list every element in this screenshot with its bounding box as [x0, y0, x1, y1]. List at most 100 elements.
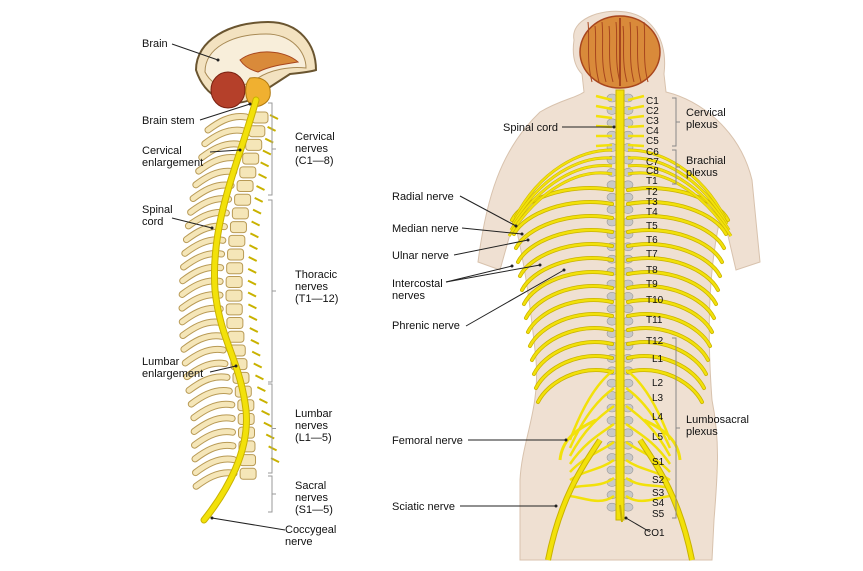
segment-label: L4	[652, 412, 664, 423]
spinal-nerve-root	[265, 433, 275, 440]
intercostal-nerve-left-fill	[534, 354, 614, 390]
bracket-sacral	[268, 475, 276, 513]
bracket-lumbosacral-plexus	[672, 337, 680, 519]
label-cervical-enlargement: Cervical enlargement	[142, 145, 204, 169]
intercostal-nerve-left-fill	[520, 256, 614, 292]
spinous-process-fill	[199, 141, 243, 160]
label-femoral-nerve: Femoral nerve	[392, 435, 463, 447]
label-sciatic-nerve: Sciatic nerve	[392, 501, 455, 513]
segment-label: C4	[646, 126, 659, 137]
intercostal-nerve-right-fill	[626, 256, 720, 292]
segment-label: C1	[646, 96, 659, 107]
spinous-process-fill	[188, 388, 232, 407]
leader-radial-nerve	[459, 195, 517, 227]
vertebra	[231, 207, 249, 220]
brain-gyrus	[629, 21, 635, 83]
intercostal-nerve-right-fill	[626, 214, 726, 250]
segment-label: T9	[646, 279, 658, 290]
spinal-nerve-root	[260, 161, 270, 168]
spinal-nerve-root	[247, 291, 257, 298]
cervical-plexus-branch	[627, 94, 645, 102]
spinous-process-fill	[182, 346, 226, 366]
corpus-callosum	[239, 51, 300, 73]
cervical-plexus-branch	[627, 114, 645, 120]
vertebra	[239, 166, 257, 179]
segment-label: S1	[652, 457, 665, 468]
bracket-lumbar	[268, 383, 276, 474]
leader-intercostal-1-dot	[510, 264, 514, 268]
vertebra	[234, 193, 252, 206]
bracket-cervical	[268, 102, 276, 196]
intercostal-nerve-left-fill	[518, 242, 614, 278]
brain-gyrus	[587, 21, 593, 83]
spinal-nerve-root	[258, 398, 268, 404]
brachial-plexus-branch-fill	[512, 156, 613, 225]
segment-label: C3	[646, 116, 659, 127]
segment-label: T5	[646, 221, 658, 232]
intercostal-nerve-left-fill	[522, 270, 614, 306]
intercostal-nerve-left-fill	[512, 200, 614, 236]
leader-spinal-cord-left	[171, 217, 213, 229]
spinal-nerve-root	[247, 303, 257, 310]
spinal-nerve-root	[249, 327, 259, 333]
segment-label: L5	[652, 432, 664, 443]
spinal-nerve-root	[253, 362, 263, 369]
cervical-plexus-branch	[627, 124, 645, 129]
cervical-plexus-branch	[595, 143, 613, 148]
brain-gyrus	[643, 21, 649, 83]
vertebra	[225, 275, 243, 288]
intercostal-nerve-right-fill	[626, 298, 714, 334]
spinal-nerve-root	[268, 445, 278, 452]
intercostal-nerve-right-fill	[626, 200, 728, 236]
intercostal-nerve-left-fill	[528, 312, 614, 348]
spinal-nerve-root	[256, 386, 266, 393]
segment-label: S2	[652, 475, 665, 486]
spinous-process-fill	[202, 127, 246, 147]
segment-label: CO1	[644, 528, 665, 539]
segment-label: T4	[646, 207, 658, 218]
spinal-nerve-root	[269, 114, 279, 120]
intercostal-nerve-right-fill	[626, 242, 722, 278]
leader-lumbar-enlargement-dot	[234, 364, 238, 368]
bracket-cervical-plexus	[672, 97, 680, 147]
segment-label: C6	[646, 147, 659, 158]
leader-sciatic-nerve-dot	[554, 504, 558, 508]
lumbosacral-branch-right	[625, 386, 672, 449]
vertebra	[227, 248, 245, 261]
vertebra	[228, 234, 246, 247]
leader-intercostal-2-dot	[538, 263, 542, 267]
leader-median-nerve-dot	[520, 232, 524, 236]
segment-label: L3	[652, 393, 664, 404]
vertebra	[236, 180, 254, 193]
brain-gyrus	[615, 21, 621, 83]
label-phrenic-nerve: Phrenic nerve	[392, 320, 460, 332]
spinal-nerve-root	[258, 173, 267, 180]
segment-label: S5	[652, 509, 665, 520]
intercostal-nerve-left-fill	[536, 368, 614, 404]
vertebra	[225, 303, 243, 316]
segment-label: L2	[652, 378, 664, 389]
intercostal-nerve-left-fill	[524, 284, 614, 320]
intercostal-nerve-right-fill	[626, 228, 724, 264]
segment-label: T12	[646, 336, 664, 347]
spinal-nerve-root	[248, 315, 258, 322]
segment-label: C2	[646, 106, 659, 117]
brachial-plexus-branch-fill	[510, 164, 613, 231]
label-lumbosacral-plexus: Lumbosacral plexus	[686, 414, 749, 438]
spinal-cord-left-fill	[201, 97, 259, 523]
filum-terminale	[619, 504, 623, 523]
brachial-plexus-branch-fill	[627, 149, 726, 219]
lumbosacral-branch-left	[568, 368, 615, 441]
leader-co1	[625, 517, 651, 533]
leader-ulnar-nerve-dot	[526, 238, 530, 242]
segment-label: T3	[646, 197, 658, 208]
spinous-process-fill	[180, 319, 224, 339]
leader-intercostal-2	[445, 264, 541, 283]
cervical-plexus-branch	[627, 143, 645, 148]
spinous-process-fill	[184, 360, 228, 380]
spinous-process-fill	[193, 168, 237, 188]
leader-brain-stem	[199, 103, 251, 121]
segment-label: L1	[652, 354, 664, 365]
cervical-plexus-branch	[595, 94, 613, 102]
